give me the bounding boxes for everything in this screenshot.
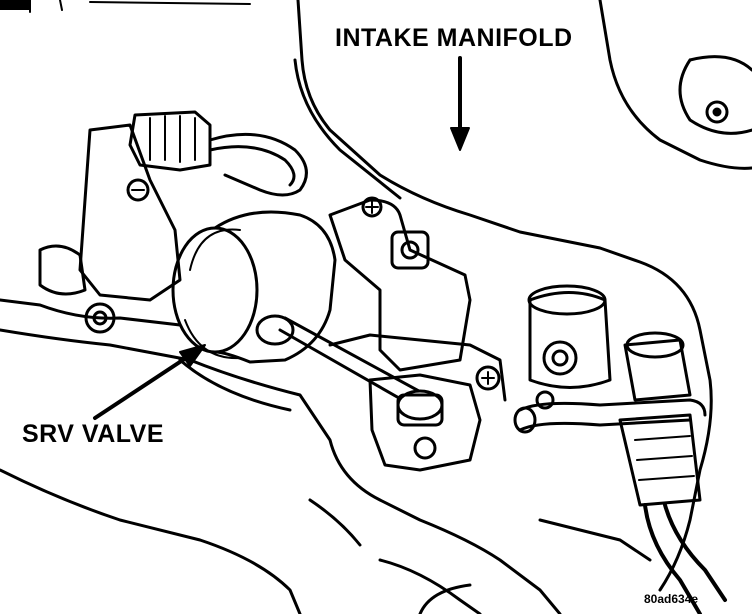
bottom-right-rim xyxy=(538,518,652,562)
vacuum-tube-end xyxy=(513,406,537,434)
left-dark-strip xyxy=(0,0,30,10)
manifold-right-flange xyxy=(598,0,752,170)
manifold-boss-outer xyxy=(678,55,752,135)
srv-valve-arrow-head xyxy=(179,344,206,367)
left-bracket-tab xyxy=(38,244,87,296)
wire-harness xyxy=(643,503,727,614)
vacuum-tube xyxy=(518,398,707,432)
bottom-rim xyxy=(378,558,482,614)
connector-wire-2 xyxy=(208,145,296,187)
manifold-bolt-hole-inner xyxy=(712,107,722,117)
upper-edge-outline xyxy=(29,0,251,13)
right-fitting-top xyxy=(625,331,685,359)
linkage-plate xyxy=(368,373,482,472)
srv-valve-arrow-shaft xyxy=(93,350,197,420)
srv-valve-port xyxy=(255,314,295,346)
srv-valve-canister-rim xyxy=(184,228,241,360)
manifold-inner-curve xyxy=(293,58,402,200)
electrical-connector xyxy=(128,110,212,172)
intake-manifold-body xyxy=(296,0,713,592)
left-bracket xyxy=(78,123,182,302)
sensor-nut xyxy=(542,340,578,376)
intake-manifold-label: INTAKE MANIFOLD xyxy=(335,24,573,52)
right-fitting-nut xyxy=(623,338,692,402)
manifold-bolt-hole xyxy=(705,100,729,124)
figure-code-label: 80ad634e xyxy=(644,592,699,606)
lower-housing-outline xyxy=(0,298,562,614)
sensor-nut-inner xyxy=(551,349,569,367)
linkage-screw-star xyxy=(481,371,495,385)
connector-screw xyxy=(126,178,150,202)
lower-housing-bottom xyxy=(0,468,302,614)
right-connector-ribs xyxy=(634,435,695,481)
srv-valve-canister-body xyxy=(213,210,337,364)
srv-valve-canister-face xyxy=(171,226,259,354)
linkage-screw xyxy=(475,365,501,391)
connector-wire xyxy=(208,132,308,197)
bracket-bolt-inner xyxy=(92,310,108,326)
mount-bracket-screw-star xyxy=(365,200,379,214)
connector-ribs xyxy=(149,115,196,163)
linkage-bracket-arm xyxy=(328,333,507,402)
small-fitting xyxy=(535,390,555,410)
bracket-bolt xyxy=(84,302,116,334)
mount-bracket-screw xyxy=(361,196,383,218)
actuator-rod xyxy=(278,316,430,412)
sensor-body xyxy=(528,291,612,389)
linkage-pin xyxy=(413,436,437,460)
srv-valve-label: SRV VALVE xyxy=(22,420,165,448)
hex-bolt-center xyxy=(400,240,420,260)
hex-bolt xyxy=(390,230,430,270)
lower-edge-line xyxy=(178,358,362,547)
linkage-post xyxy=(396,393,444,427)
valve-mount-bracket xyxy=(328,198,472,372)
right-electrical-connector xyxy=(618,413,702,507)
sensor-cap xyxy=(527,284,607,316)
intake-manifold-arrow-head xyxy=(450,127,470,151)
